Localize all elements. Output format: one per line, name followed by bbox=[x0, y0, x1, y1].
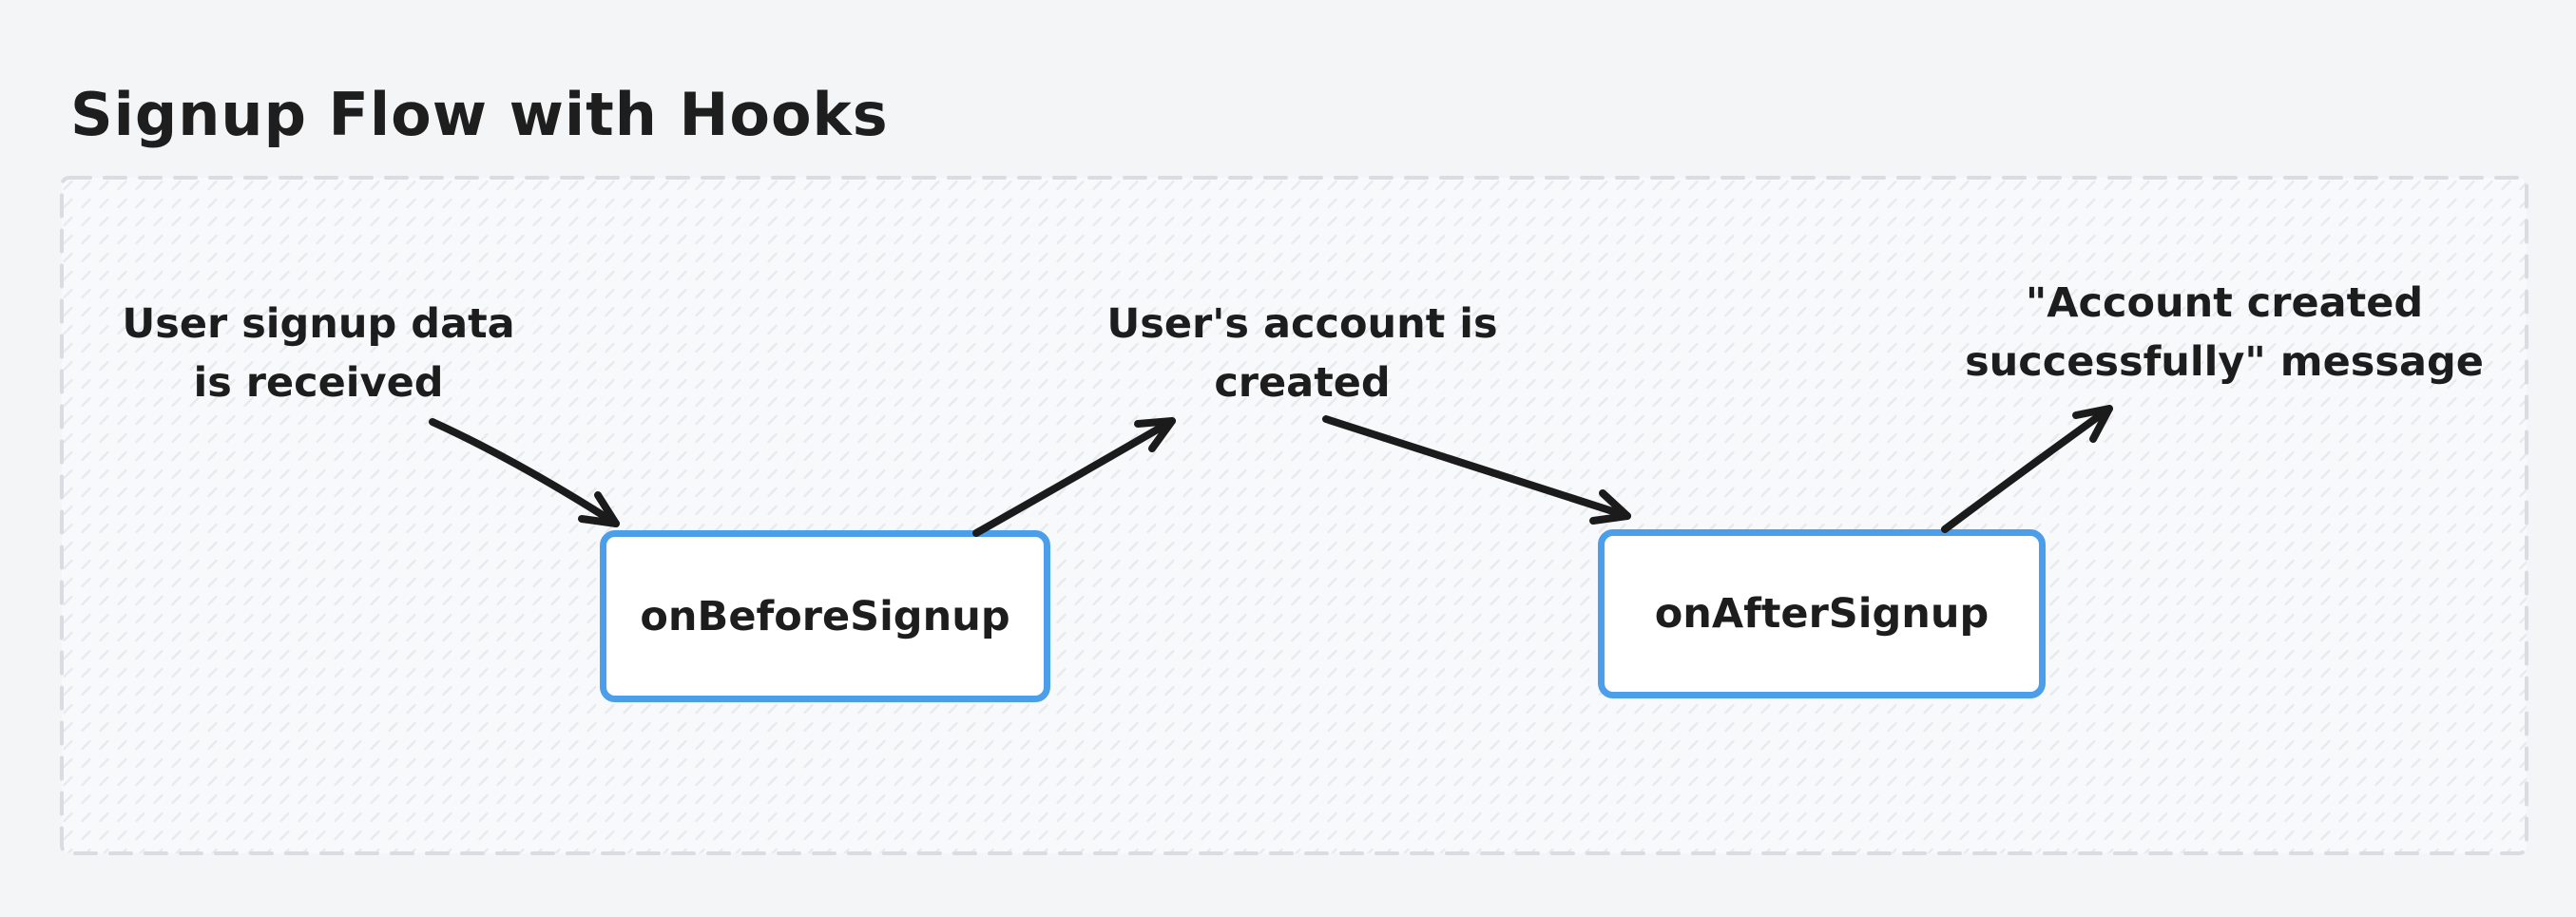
label-line: created bbox=[1214, 359, 1391, 407]
label-line: is received bbox=[193, 359, 444, 407]
label-user-signup-data: User signup data is received bbox=[71, 295, 566, 412]
label-line: "Account created bbox=[2025, 279, 2424, 327]
node-onaftersignup: onAfterSignup bbox=[1598, 529, 2046, 698]
label-account-created: User's account is created bbox=[1055, 295, 1549, 412]
node-label: onAfterSignup bbox=[1654, 590, 1990, 638]
label-success-message: "Account created successfully" message bbox=[1920, 274, 2528, 392]
node-onbeforesignup: onBeforeSignup bbox=[600, 530, 1050, 702]
label-line: User's account is bbox=[1106, 300, 1498, 348]
label-line: User signup data bbox=[122, 300, 515, 348]
frame-dashed-border bbox=[60, 176, 2528, 855]
diagram-title: Signup Flow with Hooks bbox=[70, 80, 889, 149]
label-line: successfully" message bbox=[1965, 338, 2484, 386]
node-label: onBeforeSignup bbox=[640, 592, 1010, 640]
